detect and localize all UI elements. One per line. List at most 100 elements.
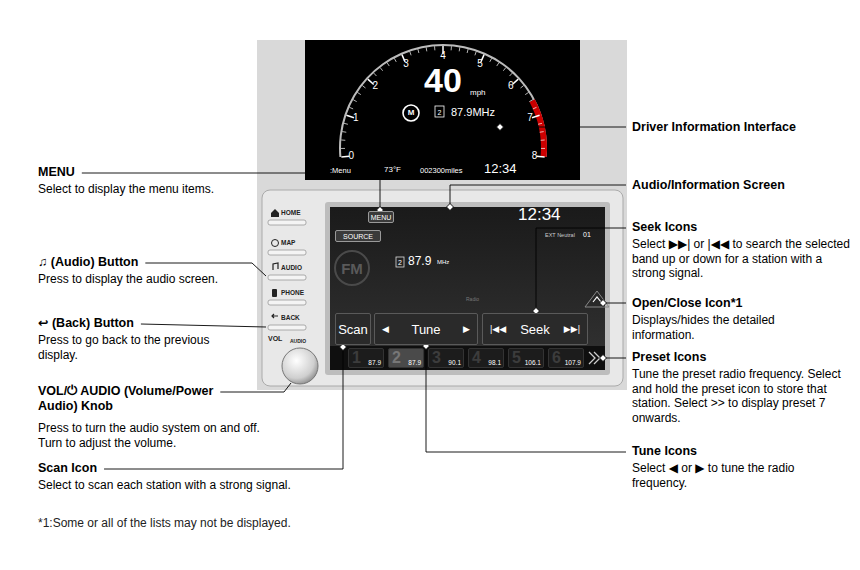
- leader-line: [450, 185, 626, 207]
- unit-text: BACK: [281, 314, 300, 322]
- source-icon: SOURCE: [335, 230, 381, 242]
- cluster-text: :Menu: [330, 166, 351, 175]
- cluster-text: 8: [532, 151, 538, 161]
- cluster-text: 6: [508, 81, 514, 91]
- unit-text: AUDIO: [290, 338, 306, 344]
- unit-text: PHONE: [281, 289, 304, 297]
- unit-text: AUDIO: [281, 264, 302, 272]
- icon-label: Scan: [338, 322, 368, 337]
- callout-marker: [447, 204, 454, 211]
- preset-icon: 6 107.9: [548, 348, 584, 368]
- icon-label: Tune: [411, 322, 440, 337]
- cluster-text: 2: [438, 108, 442, 115]
- callout-text: Scan Icon: [38, 461, 97, 476]
- icon-label: ▶: [463, 324, 470, 334]
- scan-icon: Scan: [335, 313, 371, 345]
- button-icons: [271, 209, 279, 318]
- callout-text: Select ▶▶| or |◀◀ to search the selected…: [632, 237, 856, 281]
- screen: [330, 207, 605, 370]
- cluster-text: mph: [470, 88, 486, 98]
- callout-text: Tune Icons: [632, 444, 697, 459]
- callout-text: Audio/Information Screen: [632, 178, 785, 193]
- preset-number: 2: [392, 349, 401, 367]
- callout-text: Press to display the audio screen.: [38, 272, 268, 287]
- preset-frequency: 87.9: [408, 359, 421, 366]
- volume-knob: [282, 348, 318, 384]
- cluster-text: 002300miles: [420, 166, 463, 175]
- callout-text: Displays/hides the detailed information.: [632, 313, 837, 342]
- preset-icon: 390.1: [428, 348, 464, 368]
- callout-text: ↩ (Back) Button: [38, 316, 134, 331]
- preset-strip: [330, 346, 605, 370]
- background-panel: [257, 40, 627, 390]
- fm-logo: [335, 251, 369, 285]
- unit-text: EXT Neutral: [545, 232, 575, 239]
- open-close-icon: [585, 291, 609, 307]
- preset-number: 1: [352, 349, 361, 367]
- preset-frequency: 107.9: [565, 359, 581, 366]
- hardware-buttons: [268, 220, 306, 330]
- more-presets-icon: [589, 352, 600, 364]
- preset-box: [435, 106, 444, 117]
- icon-label: |◀◀: [490, 324, 506, 334]
- preset-number: 3: [432, 349, 441, 367]
- callout-text: Driver Information Interface: [632, 120, 796, 135]
- speed-gauge: [339, 44, 547, 157]
- preset-number: 6: [552, 349, 561, 367]
- icon-label: Seek: [520, 322, 550, 337]
- callout-marker: [600, 355, 607, 362]
- callout-text: ♫ (Audio) Button: [38, 255, 138, 270]
- cluster-text: 3: [403, 59, 409, 69]
- tune-icons: ◀Tune▶: [374, 313, 478, 345]
- preset-number: 4: [472, 349, 481, 367]
- icon-label: ▶▶|: [564, 324, 580, 334]
- cluster-display: [305, 40, 580, 180]
- icon-label: MENU: [371, 214, 392, 221]
- unit-text: VOL: [268, 335, 282, 344]
- unit-text: HOME: [281, 209, 301, 217]
- gear-icon: [403, 105, 419, 121]
- cluster-text: 4: [440, 51, 446, 61]
- callout-text: *1:Some or all of the lists may not be d…: [38, 516, 291, 531]
- callout-text: Select to display the menu items.: [38, 182, 268, 197]
- unit-text: Radio: [466, 296, 479, 302]
- callout-marker: [497, 124, 504, 131]
- callout-text: Preset Icons: [632, 350, 706, 365]
- cluster-text: 40: [424, 63, 462, 97]
- preset-frequency: 106.1: [525, 359, 541, 366]
- leader-line: [426, 346, 626, 452]
- seek-icons: |◀◀ Seek ▶▶|: [482, 313, 588, 345]
- cluster-text: 87.9MHz: [451, 106, 495, 119]
- unit-text: 01: [583, 231, 591, 240]
- callout-text: Seek Icons: [632, 220, 697, 235]
- callout-text: Tune the preset radio frequency. Select …: [632, 367, 856, 426]
- callout-text: Press to go back to the previous display…: [38, 333, 243, 362]
- callout-marker: [600, 300, 607, 307]
- cluster-text: 0: [349, 151, 355, 161]
- leader-line: [536, 228, 626, 311]
- cluster-text: 5: [477, 59, 483, 69]
- menu-icon: MENU: [368, 211, 394, 223]
- callout-text: VOL/⏻ AUDIO (Volume/Power Audio) Knob: [38, 384, 243, 415]
- cluster-text: 1: [353, 113, 359, 123]
- preset-frequency: 98.1: [488, 359, 501, 366]
- preset-frequency: 90.1: [448, 359, 461, 366]
- preset-icon: 5 106.1: [508, 348, 544, 368]
- unit-text: 12:34: [518, 205, 561, 226]
- preset-number: 5: [512, 349, 521, 367]
- cluster-text: 12:34: [484, 161, 517, 177]
- preset-box: [396, 257, 404, 267]
- preset-icon: 287.9: [388, 348, 424, 368]
- leader-line: [220, 383, 291, 392]
- preset-frequency: 87.9: [368, 359, 381, 366]
- leader-line: [141, 324, 266, 327]
- unit-text: MHz: [437, 259, 449, 266]
- icon-label: SOURCE: [343, 233, 373, 240]
- cluster-text: 7: [527, 113, 533, 123]
- preset-icon: 498.1: [468, 348, 504, 368]
- callout-text: MENU: [38, 165, 75, 180]
- unit-text: 87.9: [408, 254, 431, 269]
- head-unit-panel: [262, 190, 623, 386]
- callout-text: Open/Close Icon*1: [632, 296, 742, 311]
- leader-line: [104, 347, 343, 469]
